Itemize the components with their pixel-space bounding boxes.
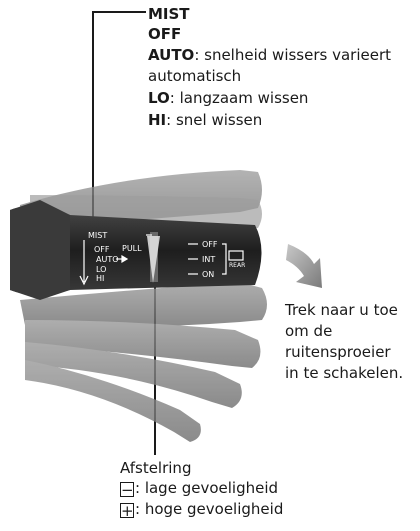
stalk-label-auto: AUTO <box>96 255 119 264</box>
stalk-label-right-int: INT <box>202 255 215 264</box>
stalk-label-right-on: ON <box>202 270 214 279</box>
stalk-label-hi: HI <box>96 274 104 283</box>
stalk-label-off: OFF <box>94 245 110 254</box>
stalk-label-rear: REAR <box>229 262 245 269</box>
stalk-label-lo: LO <box>96 265 106 274</box>
stalk-label-pull: PULL <box>122 244 142 253</box>
pull-arrow-icon <box>286 244 322 288</box>
stalk-label-right-off: OFF <box>202 240 218 249</box>
ghost-stalk-lower <box>20 282 267 442</box>
stalk-label-mist: MIST <box>88 231 107 240</box>
